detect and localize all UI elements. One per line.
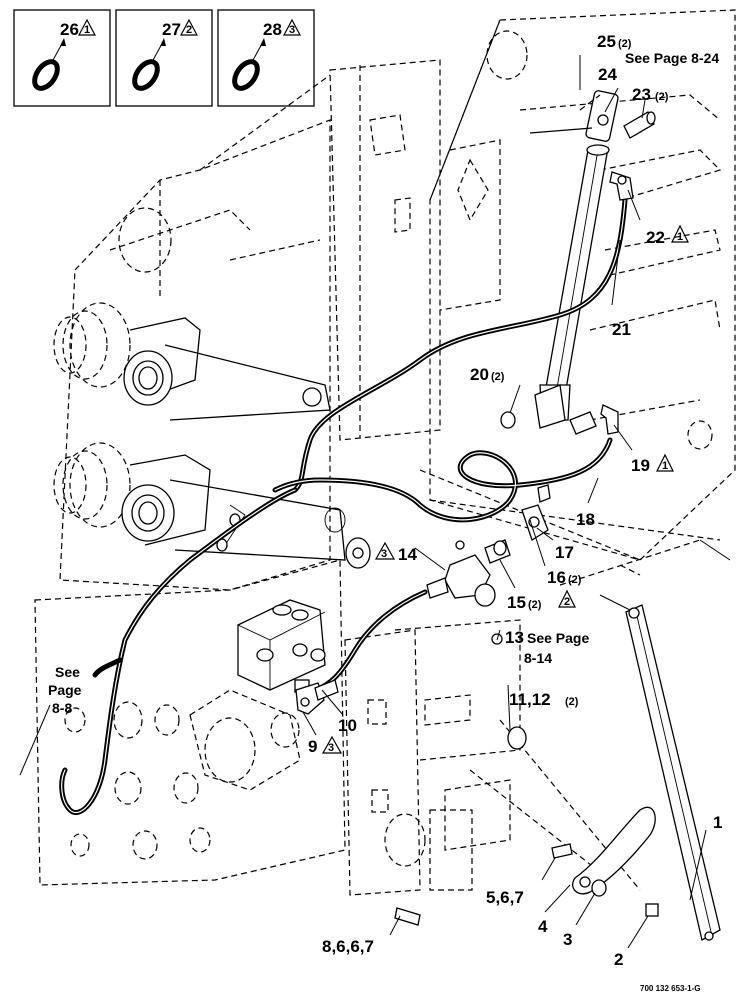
callout-13-page: 8-14 — [524, 650, 552, 666]
callout-25-ref: See Page 8-24 — [625, 50, 719, 66]
hose-10 — [312, 589, 428, 693]
callout-22: 22 — [646, 228, 665, 247]
callout-1: 1 — [713, 813, 722, 832]
callout-16-qty: (2) — [568, 574, 582, 586]
roller-assembly — [53, 302, 371, 569]
drawing-code: 700 132 653-1-G — [640, 984, 701, 993]
lift-arm — [394, 604, 721, 941]
callout-11: 11,12 — [509, 690, 551, 709]
callout-16: 16 — [547, 568, 566, 587]
callout-8-6-6-7: 8,6,6,7 — [322, 937, 374, 956]
callout-15: 15 — [507, 593, 526, 612]
note-triangle-icon — [671, 224, 689, 243]
fittings — [295, 111, 656, 750]
callout-23-qty: (2) — [655, 91, 669, 103]
inset-callout-28: 28 — [263, 20, 282, 39]
callout-14: 14 — [398, 545, 417, 564]
valve-block — [237, 599, 326, 693]
callout-25-qty: (2) — [618, 38, 632, 50]
callout-13-ref: See Page — [527, 630, 589, 646]
note-triangle-icon — [283, 18, 301, 36]
see-page-left-line1: See — [55, 664, 80, 680]
callout-25: 25 — [597, 32, 616, 51]
callout-5-6-7: 5,6,7 — [486, 888, 524, 907]
callout-3: 3 — [563, 930, 572, 949]
inset-box-28: 28 3 — [217, 9, 315, 107]
inset-note-28: 3 — [289, 24, 295, 36]
callout-15-qty: (2) — [528, 599, 542, 611]
note-triangle-icon — [321, 735, 343, 754]
note-triangle-icon — [78, 18, 96, 36]
callout-9: 9 — [308, 737, 317, 756]
callout-2: 2 — [614, 950, 623, 969]
callout-labels: 25 (2) See Page 8-24 24 23 (2) 22 1 21 2… — [48, 32, 722, 993]
hydraulic-hoses — [59, 197, 628, 815]
callout-13: 13 — [505, 628, 524, 647]
callout-14-note: 3 — [381, 548, 387, 560]
inset-callout-26: 26 — [60, 20, 79, 39]
see-page-left-line3: 8-8 — [52, 700, 72, 716]
note-triangle-icon — [180, 18, 198, 36]
callout-9-note: 3 — [328, 742, 334, 754]
callout-17: 17 — [555, 543, 574, 562]
callout-11-qty: (2) — [565, 696, 579, 708]
callout-15-note: 2 — [564, 596, 570, 608]
callout-10: 10 — [338, 716, 357, 735]
callout-21: 21 — [612, 320, 631, 339]
inset-note-26: 1 — [84, 24, 90, 36]
leader-lines — [19, 55, 731, 949]
callout-24: 24 — [598, 65, 617, 84]
hydraulic-cylinder — [529, 90, 619, 421]
callout-22-note: 1 — [677, 231, 683, 243]
inset-note-27: 2 — [186, 24, 192, 36]
inset-box-26: 26 1 — [13, 9, 111, 107]
see-page-left-line2: Page — [48, 682, 82, 698]
callout-19-note: 1 — [662, 460, 668, 472]
note-triangle-icon — [656, 453, 674, 472]
callout-20: 20 — [470, 365, 489, 384]
inset-box-27: 27 2 — [115, 9, 213, 107]
inset-callout-27: 27 — [162, 20, 181, 39]
note-triangle-icon — [374, 541, 396, 560]
note-triangle-icon — [558, 589, 576, 608]
callout-20-qty: (2) — [491, 371, 505, 383]
baler-frame — [34, 9, 736, 896]
callout-4: 4 — [538, 917, 548, 936]
callout-19: 19 — [631, 456, 650, 475]
callout-18: 18 — [576, 510, 595, 529]
callout-23: 23 — [632, 85, 651, 104]
